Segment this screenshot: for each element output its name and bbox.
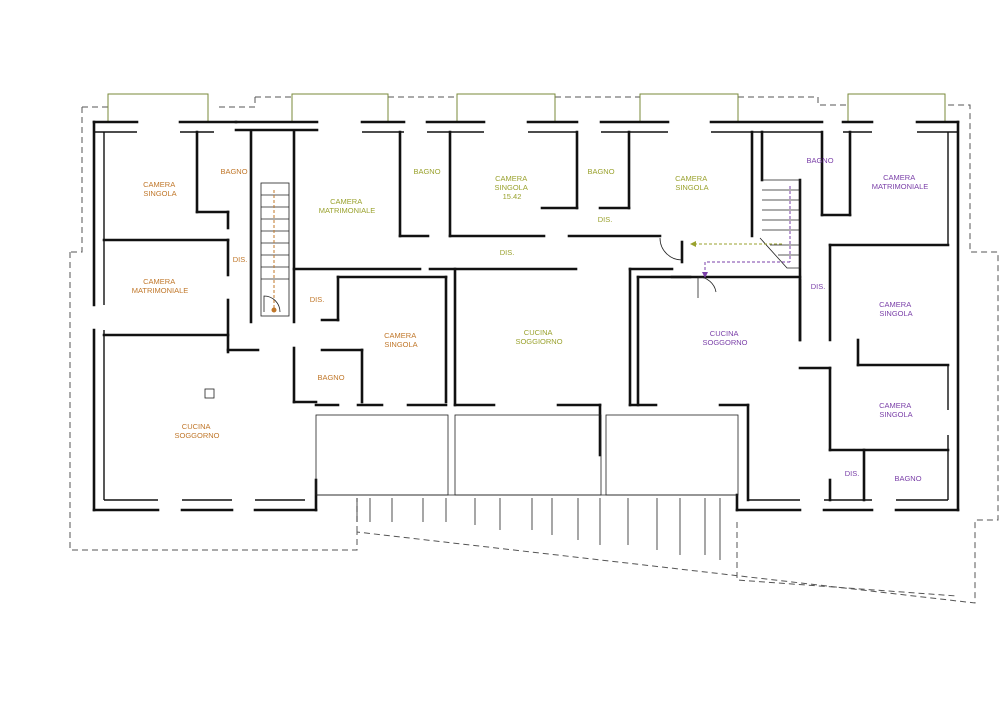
label-center-dis-2: DIS.: [500, 248, 515, 257]
label-right-camera-singola: CAMERA SINGOLA: [879, 300, 913, 318]
label-center-bagno-2: BAGNO: [587, 167, 614, 176]
south-loggias: [204, 388, 739, 560]
label-left-bagno-2: BAGNO: [317, 373, 344, 382]
central-staircase: [260, 182, 290, 317]
dashed-outline: [69, 95, 999, 604]
label-center-camera-singola-2: CAMERA SINGOLA: [675, 174, 709, 192]
label-left-bagno: BAGNO: [220, 167, 247, 176]
label-left-camera-matrimoniale: CAMERA MATRIMONIALE: [132, 277, 189, 295]
label-right-bagno-2: BAGNO: [894, 474, 921, 483]
label-right-camera-matrimoniale: CAMERA MATRIMONIALE: [872, 173, 929, 191]
north-balconies: [107, 93, 946, 122]
label-center-bagno: BAGNO: [413, 167, 440, 176]
label-center-camera-singola: CAMERA SINGOLA 15.42: [494, 174, 529, 201]
label-center-cucina-soggiorno: CUCINA SOGGIORNO: [515, 328, 562, 346]
label-right-camera-singola-2: CAMERA SINGOLA: [879, 401, 913, 419]
label-left-camera-singola: CAMERA SINGOLA: [143, 180, 177, 198]
label-right-dis-2: DIS.: [845, 469, 860, 478]
label-left-camera-singola-2: CAMERA SINGOLA: [384, 331, 418, 349]
label-right-cucina-soggiorno: CUCINA SOGGORNO: [702, 329, 747, 347]
interior-walls: [102, 130, 950, 502]
label-right-bagno: BAGNO: [806, 156, 833, 165]
right-staircase: [659, 179, 801, 298]
label-left-dis-2: DIS.: [310, 295, 325, 304]
label-left-cucina-soggiorno: CUCINA SOGGORNO: [174, 422, 219, 440]
label-center-camera-matrimoniale: CAMERA MATRIMONIALE: [319, 197, 376, 215]
exterior-walls: [92, 120, 960, 512]
label-left-dis: DIS.: [233, 255, 248, 264]
label-right-dis-1: DIS.: [811, 282, 826, 291]
label-center-dis-1: DIS.: [598, 215, 613, 224]
